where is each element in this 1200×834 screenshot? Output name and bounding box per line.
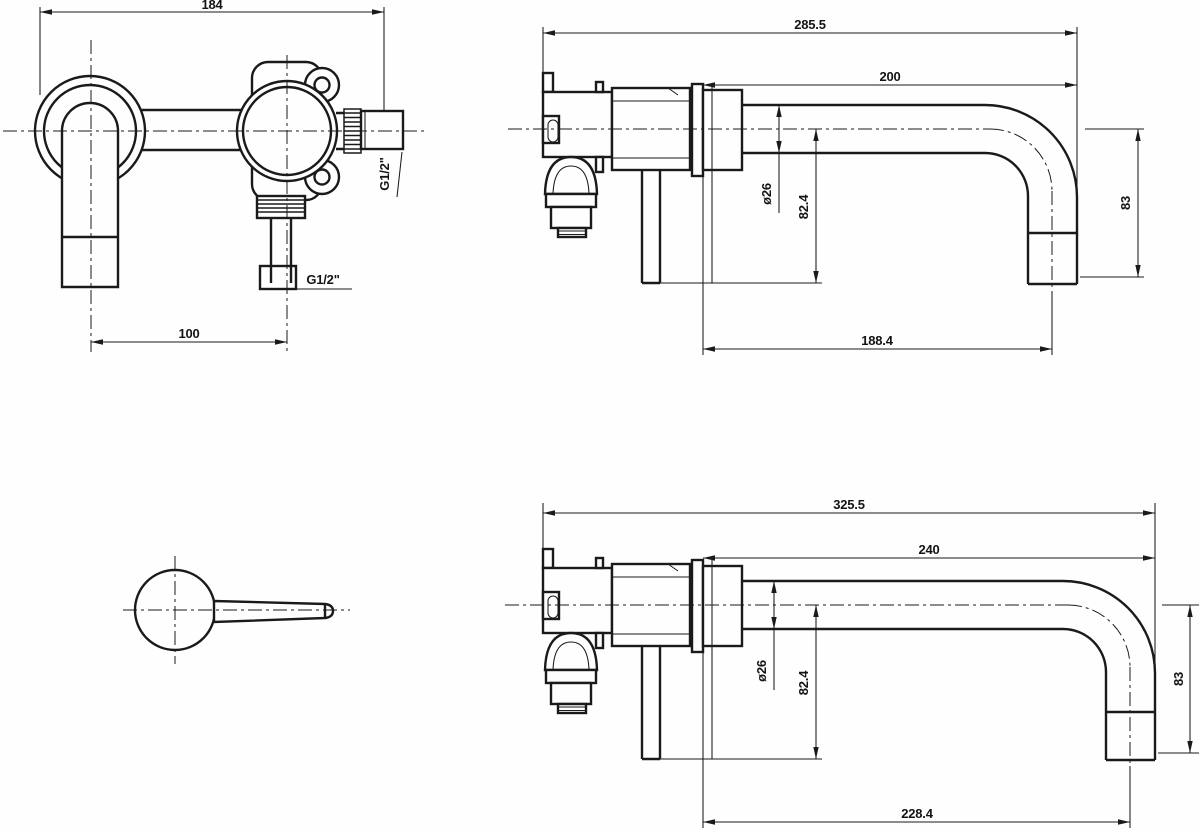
handle-stem-side [549, 205, 593, 230]
dim-240view-overall: 325.5 [833, 497, 865, 512]
wall-flange-240 [690, 558, 705, 654]
spout-collar-240 [701, 564, 744, 648]
centerlines-240 [505, 604, 1131, 766]
dim-240view-reach: 240 [918, 542, 939, 557]
spout-200 [742, 103, 1079, 286]
handle-dome-side [543, 155, 599, 196]
connecting-tube [140, 108, 258, 152]
label-outlet-thread: G1/2" [377, 157, 392, 190]
spout-tube-front [60, 101, 120, 289]
dim-240view-wall-outlet: 228.4 [901, 806, 934, 821]
front-centerlines [3, 40, 428, 352]
front-view: 184 100 G1/2" G1/2" [3, 0, 428, 352]
spout-collar-200 [701, 88, 744, 172]
dim-front-width: 184 [201, 0, 223, 12]
handle-centerlines [123, 556, 350, 664]
dimensions-200: 285.5 200 ø26 82.4 83 188.4 [542, 17, 1144, 355]
dim-200view-wall-outlet: 188.4 [861, 333, 894, 348]
bracket-plate-240 [640, 646, 662, 761]
spout-240 [742, 579, 1157, 762]
dimensions-240: 325.5 240 ø26 82.4 83 228.4 [542, 497, 1199, 828]
handle-stem-side [549, 681, 593, 706]
screw-hole-bottom [313, 168, 331, 186]
body-200 [541, 71, 744, 285]
handle-dome-side [543, 631, 599, 672]
dim-200view-reach: 200 [879, 69, 900, 84]
dim-240view-drop: 83 [1171, 672, 1186, 686]
side-view-240: 325.5 240 ø26 82.4 83 228.4 [505, 497, 1199, 828]
dim-240view-diameter: ø26 [754, 660, 769, 682]
label-inlet-thread: G1/2" [306, 272, 339, 287]
side-view-200: 285.5 200 ø26 82.4 83 188.4 [508, 17, 1144, 355]
dim-200view-center-plate: 82.4 [796, 194, 811, 219]
handle-lever [212, 599, 335, 624]
bracket-plate-200 [640, 170, 662, 285]
front-dimensions: 184 100 G1/2" G1/2" [39, 0, 403, 345]
handle-view [123, 556, 350, 664]
inlet-pipe [255, 194, 307, 291]
outlet-thread-leader [396, 151, 403, 198]
dim-200view-overall: 285.5 [794, 17, 826, 32]
body-240 [541, 547, 744, 761]
dim-200view-drop: 83 [1118, 196, 1133, 210]
dim-240view-center-plate: 82.4 [796, 670, 811, 695]
wall-flange-200 [690, 82, 705, 178]
screw-hole-top [313, 76, 331, 94]
dim-200view-diameter: ø26 [759, 183, 774, 205]
centerlines-200 [508, 128, 1053, 292]
dim-front-centers: 100 [178, 326, 199, 341]
